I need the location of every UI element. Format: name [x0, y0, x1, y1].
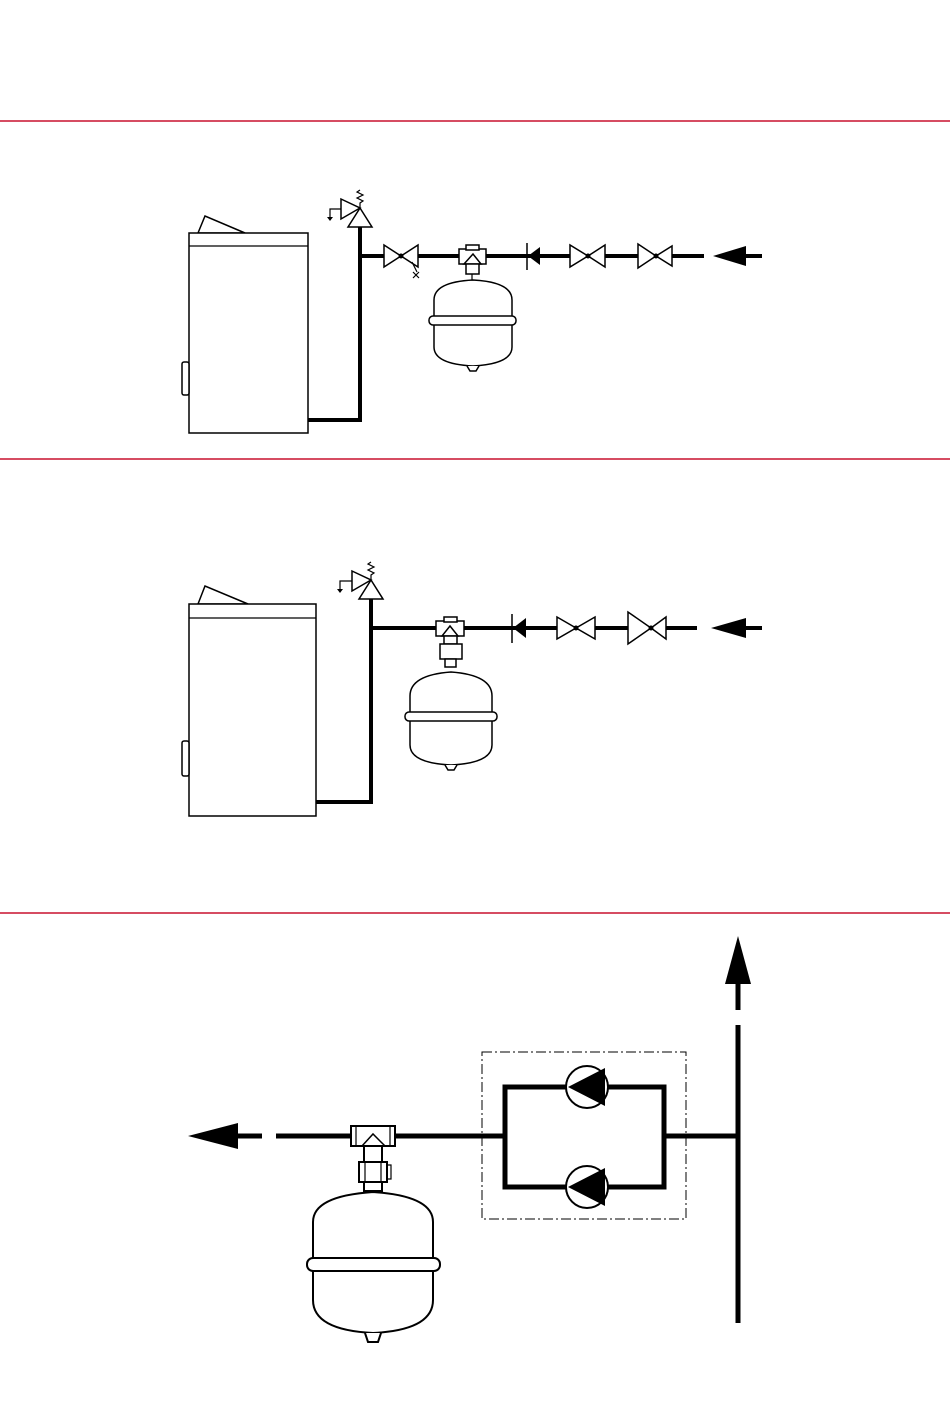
expansion-vessel — [307, 1192, 440, 1342]
supply-pipe — [316, 599, 371, 802]
diagram-top — [182, 190, 762, 433]
supply-pipe — [308, 227, 360, 420]
shutoff-valve — [557, 617, 595, 639]
boiler — [182, 216, 308, 433]
expansion-vessel — [405, 672, 497, 770]
check-valve — [512, 614, 526, 643]
pump — [566, 1166, 608, 1208]
fitting — [459, 245, 486, 282]
boiler — [182, 586, 316, 816]
flow-arrow-left — [188, 1123, 262, 1149]
shutoff-valve — [570, 245, 605, 267]
fitting — [351, 1126, 395, 1191]
check-valve — [527, 243, 540, 270]
shutoff-valve — [628, 612, 666, 644]
safety-valve — [337, 562, 383, 599]
shutoff-valve — [638, 244, 672, 268]
shutoff-valve-with-drain — [384, 245, 419, 278]
fitting — [436, 617, 464, 667]
expansion-vessel — [429, 280, 516, 371]
diagram-middle — [182, 562, 762, 816]
flow-arrow — [713, 246, 762, 266]
flow-arrow — [711, 618, 762, 638]
diagram-bottom — [188, 936, 751, 1342]
flow-arrow-up — [725, 936, 751, 1010]
safety-valve — [327, 190, 372, 227]
pump — [566, 1066, 608, 1108]
